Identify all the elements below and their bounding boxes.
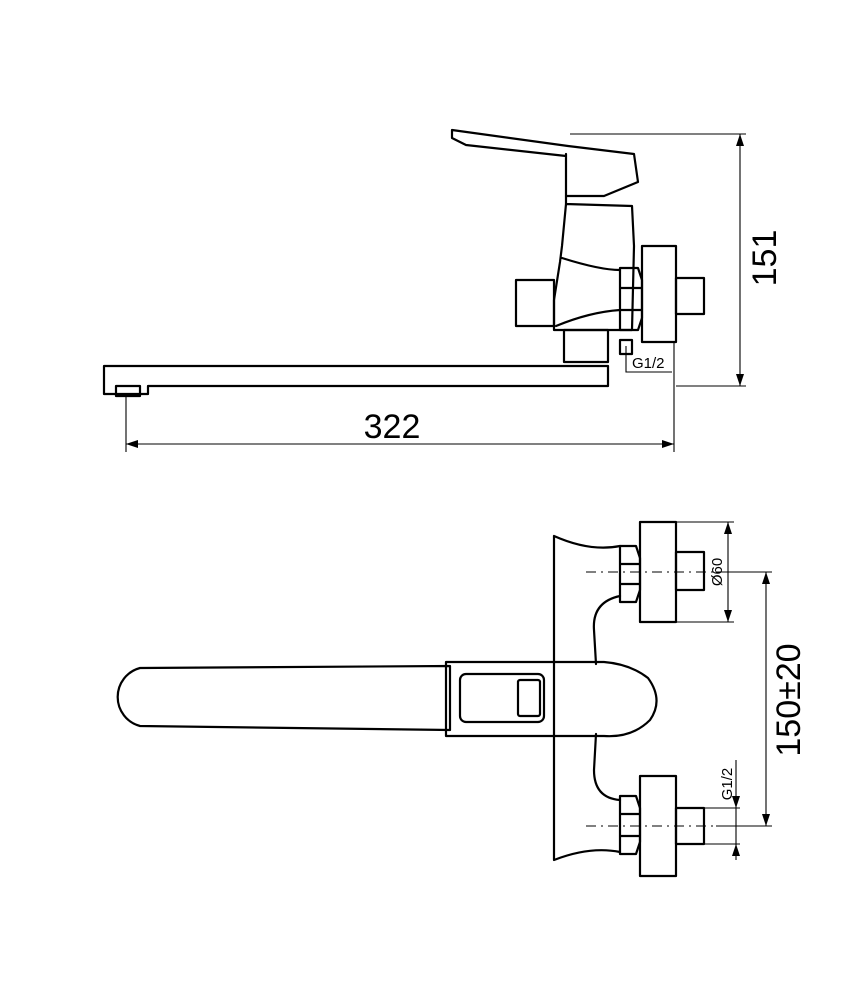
side-bottom-connector	[562, 328, 610, 364]
center-dimension-label: 150±20	[770, 643, 808, 756]
top-lower-connector	[592, 732, 622, 802]
height-extension-lines	[570, 133, 746, 387]
thread-dimension-label: G1/2	[719, 768, 736, 801]
height-dimension-label: 151	[746, 230, 784, 287]
flange-extension-lines	[676, 521, 734, 623]
top-upper-nut	[618, 544, 642, 604]
side-nut	[618, 266, 644, 332]
top-spout	[116, 664, 452, 732]
thread-arrows	[732, 796, 740, 856]
side-spout	[102, 364, 610, 396]
top-handle-button	[516, 678, 542, 718]
side-inlet-pipe	[674, 276, 706, 316]
thread-extension-lines	[704, 807, 740, 845]
flange-arrows	[724, 522, 732, 622]
top-lower-nut	[618, 794, 642, 856]
top-wall-plate	[552, 534, 622, 862]
side-flange	[640, 244, 678, 344]
side-body-curve	[554, 256, 622, 328]
top-handle-recess	[458, 672, 546, 724]
side-aerator	[114, 384, 142, 398]
top-handle-body	[444, 660, 658, 738]
center-extension-lines	[716, 571, 772, 827]
side-view: G1/2 151 322	[102, 128, 784, 452]
side-thread-label: G1/2	[632, 355, 665, 372]
top-upper-connector	[592, 594, 622, 666]
top-center-lines	[586, 571, 716, 827]
top-upper-pipe	[674, 550, 706, 592]
length-extension-lines	[125, 342, 675, 452]
side-lever-handle	[450, 128, 640, 198]
length-dimension-label: 322	[364, 408, 421, 446]
top-view: Ø60 G1/2 150±20	[116, 520, 808, 878]
side-left-plug	[514, 278, 556, 328]
side-thread-leader	[625, 346, 672, 373]
